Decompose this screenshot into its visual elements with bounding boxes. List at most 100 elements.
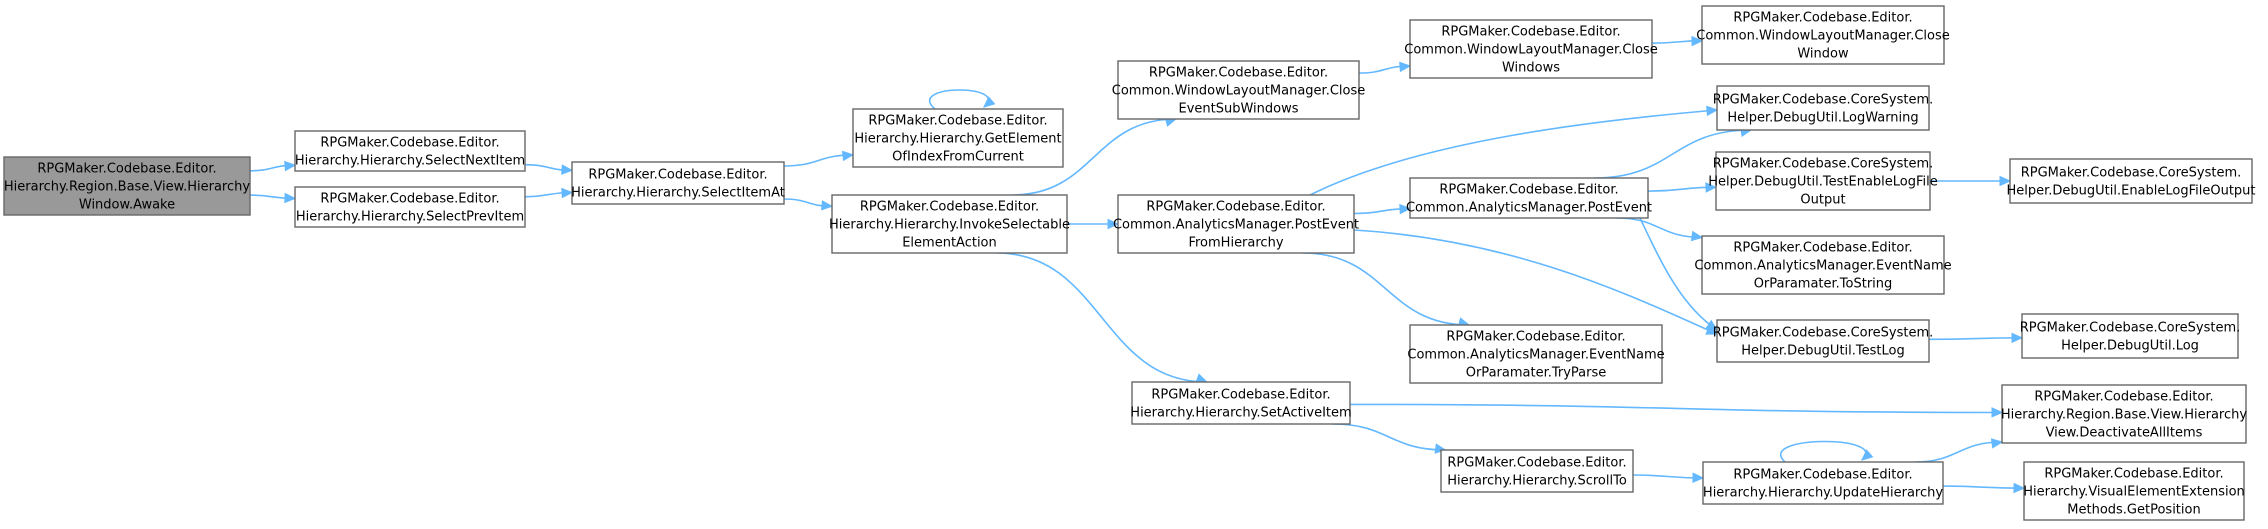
edge-post_event_from_hierarchy-to-log_warning: [1309, 105, 1719, 196]
node-label-line: RPGMaker.Codebase.Editor.: [868, 114, 1047, 129]
arrowhead: [561, 164, 574, 175]
edge-line: [1616, 217, 1703, 239]
node-close-window[interactable]: RPGMaker.Codebase.Editor.Common.WindowLa…: [1696, 5, 1950, 65]
node-box[interactable]: [2009, 158, 2253, 204]
node-box[interactable]: [1409, 324, 1663, 384]
node-close-windows[interactable]: RPGMaker.Codebase.Editor.Common.WindowLa…: [1404, 19, 1658, 79]
node-invoke[interactable]: RPGMaker.Codebase.Editor. Hierarchy.Hiera…: [829, 194, 1070, 254]
node-label-line: Common.WindowLayoutManager.Close: [1696, 29, 1949, 44]
edge-invoke-to-post_event_from_hierarchy: [1067, 218, 1120, 230]
edge-update_hierarchy-to-get_position: [1942, 482, 2026, 494]
node-select-prev[interactable]: RPGMaker.Codebase.Editor.Hierarchy.Hiera…: [294, 186, 526, 228]
node-box[interactable]: [1716, 85, 1930, 131]
arrowhead: [1999, 175, 2012, 187]
node-label-line: Hierarchy.Hierarchy.InvokeSelectable: [829, 218, 1070, 233]
node-box[interactable]: [1440, 449, 1634, 493]
node-log-warning[interactable]: RPGMaker.Codebase.CoreSystem. Helper.Debu…: [1713, 85, 1934, 131]
node-box[interactable]: [1409, 177, 1649, 219]
node-update-hierarchy[interactable]: RPGMaker.Codebase.Editor.Hierarchy.Hiera…: [1702, 461, 1944, 505]
arrowhead: [1991, 407, 2004, 418]
edge-set_active_item-to-scroll_to: [1332, 423, 1447, 454]
node-label-line: Windows: [1502, 61, 1560, 76]
edge-post_event-to-to_string: [1616, 217, 1704, 242]
node-box[interactable]: [852, 108, 1064, 168]
node-label-line: RPGMaker.Codebase.Editor.: [2044, 467, 2223, 482]
arrowhead: [1990, 438, 2004, 449]
node-label-line: ElementAction: [902, 236, 997, 251]
node-label-line: FromHierarchy: [1188, 236, 1283, 251]
node-box[interactable]: [1409, 19, 1653, 79]
node-post-event[interactable]: RPGMaker.Codebase.Editor.Common.Analytic…: [1406, 177, 1652, 219]
node-box[interactable]: [831, 194, 1068, 254]
node-label-line: Hierarchy.VisualElementExtension: [2023, 485, 2245, 500]
edge-awake-to-select_next: [249, 160, 297, 172]
node-box[interactable]: [1117, 194, 1355, 254]
node-box[interactable]: [1716, 319, 1930, 363]
node-log[interactable]: RPGMaker.Codebase.CoreSystem. Helper.Debu…: [2020, 313, 2241, 359]
edge-select_prev-to-select_item_at: [524, 187, 574, 199]
node-enable-log[interactable]: RPGMaker.Codebase.CoreSystem.Helper.Debu…: [2006, 158, 2256, 204]
node-label-line: Helper.DebugUtil.Log: [2061, 339, 2199, 354]
node-deactivate[interactable]: RPGMaker.Codebase.Editor.Hierarchy.Regio…: [2001, 384, 2247, 444]
edge-line: [1928, 337, 2023, 341]
node-label-line: Common.WindowLayoutManager.Close: [1112, 84, 1365, 99]
arrowhead: [1691, 35, 1704, 47]
edge-post_event_from_hierarchy-to-post_event: [1353, 203, 1412, 215]
edge-select_item_at-to-get_element: [783, 150, 855, 167]
node-label-line: RPGMaker.Codebase.CoreSystem.: [2020, 321, 2241, 336]
node-box[interactable]: [1701, 5, 1945, 65]
arrowhead: [1690, 230, 1704, 242]
node-box[interactable]: [1702, 461, 1944, 505]
node-post-event-from-hierarchy[interactable]: RPGMaker.Codebase.Editor.Common.Analytic…: [1113, 194, 1359, 254]
node-set-active-item[interactable]: RPGMaker.Codebase.Editor.Hierarchy.Hiera…: [1130, 381, 1352, 425]
node-label-line: Hierarchy.Hierarchy.SelectItemAt: [571, 186, 785, 201]
node-label-line: RPGMaker.Codebase.Editor.: [588, 168, 767, 183]
arrowhead: [1705, 319, 1719, 331]
arrowhead: [284, 160, 297, 172]
node-box[interactable]: [1715, 151, 1931, 211]
edge-line: [1349, 403, 2003, 414]
node-label-line: Helper.DebugUtil.LogWarning: [1727, 111, 1918, 126]
node-label-line: Common.AnalyticsManager.EventName: [1694, 259, 1951, 274]
node-box[interactable]: [1701, 235, 1945, 295]
node-box[interactable]: [571, 161, 785, 205]
edge-test_enable_log-to-enable_log: [1929, 175, 2012, 187]
node-label-line: RPGMaker.Codebase.CoreSystem.: [1713, 93, 1934, 108]
node-try-parse[interactable]: RPGMaker.Codebase.Editor.Common.Analytic…: [1407, 324, 1665, 384]
edge-line: [1914, 441, 2003, 463]
node-label-line: RPGMaker.Codebase.Editor.: [1146, 200, 1325, 215]
node-to-string[interactable]: RPGMaker.Codebase.Editor.Common.Analytic…: [1694, 235, 1952, 295]
node-box[interactable]: [294, 186, 526, 228]
edge-update_hierarchy-to-update_hierarchy: [1780, 440, 1874, 463]
node-box[interactable]: [1117, 60, 1360, 120]
node-select-next[interactable]: RPGMaker.Codebase.Editor.Hierarchy.Hiera…: [294, 130, 526, 172]
node-box[interactable]: [2023, 461, 2245, 521]
edge-line: [1353, 229, 1718, 335]
node-label-line: Window.Awake: [79, 198, 175, 213]
edge-select_item_at-to-invoke: [783, 198, 834, 211]
node-label-line: RPGMaker.Codebase.Editor.: [860, 200, 1039, 215]
node-label-line: Hierarchy.Hierarchy.SetActiveItem: [1130, 406, 1351, 421]
node-get-element[interactable]: RPGMaker.Codebase.Editor.Hierarchy.Hiera…: [852, 108, 1064, 168]
node-get-position[interactable]: RPGMaker.Codebase.Editor. Hierarchy.Visua…: [2023, 461, 2245, 521]
node-box[interactable]: [1131, 381, 1351, 425]
node-select-item-at[interactable]: RPGMaker.Codebase.Editor. Hierarchy.Hiera…: [571, 161, 785, 205]
edge-line: [1302, 252, 1470, 326]
node-scroll-to[interactable]: RPGMaker.Codebase.Editor.Hierarchy.Hiera…: [1440, 449, 1634, 493]
node-test-enable-log[interactable]: RPGMaker.Codebase.CoreSystem.Helper.Debu…: [1708, 151, 1938, 211]
node-label-line: RPGMaker.Codebase.Editor.: [1447, 456, 1626, 471]
node-close-event-sub[interactable]: RPGMaker.Codebase.Editor.Common.WindowLa…: [1112, 60, 1365, 120]
node-box[interactable]: [2021, 313, 2239, 359]
node-label-line: EventSubWindows: [1178, 102, 1298, 117]
node-box[interactable]: [2001, 384, 2247, 444]
node-box[interactable]: [3, 156, 251, 216]
edge-line: [1309, 109, 1718, 196]
node-awake[interactable]: RPGMaker.Codebase.Editor.Hierarchy.Regio…: [3, 156, 251, 216]
node-label-line: Hierarchy.Region.Base.View.Hierarchy: [2001, 408, 2247, 423]
node-test-log[interactable]: RPGMaker.Codebase.CoreSystem.Helper.Debu…: [1713, 319, 1934, 363]
edge-line: [1639, 217, 1718, 331]
node-label-line: Hierarchy.Region.Base.View.Hierarchy: [4, 180, 250, 195]
node-box[interactable]: [294, 130, 526, 172]
arrowhead: [1399, 203, 1412, 215]
